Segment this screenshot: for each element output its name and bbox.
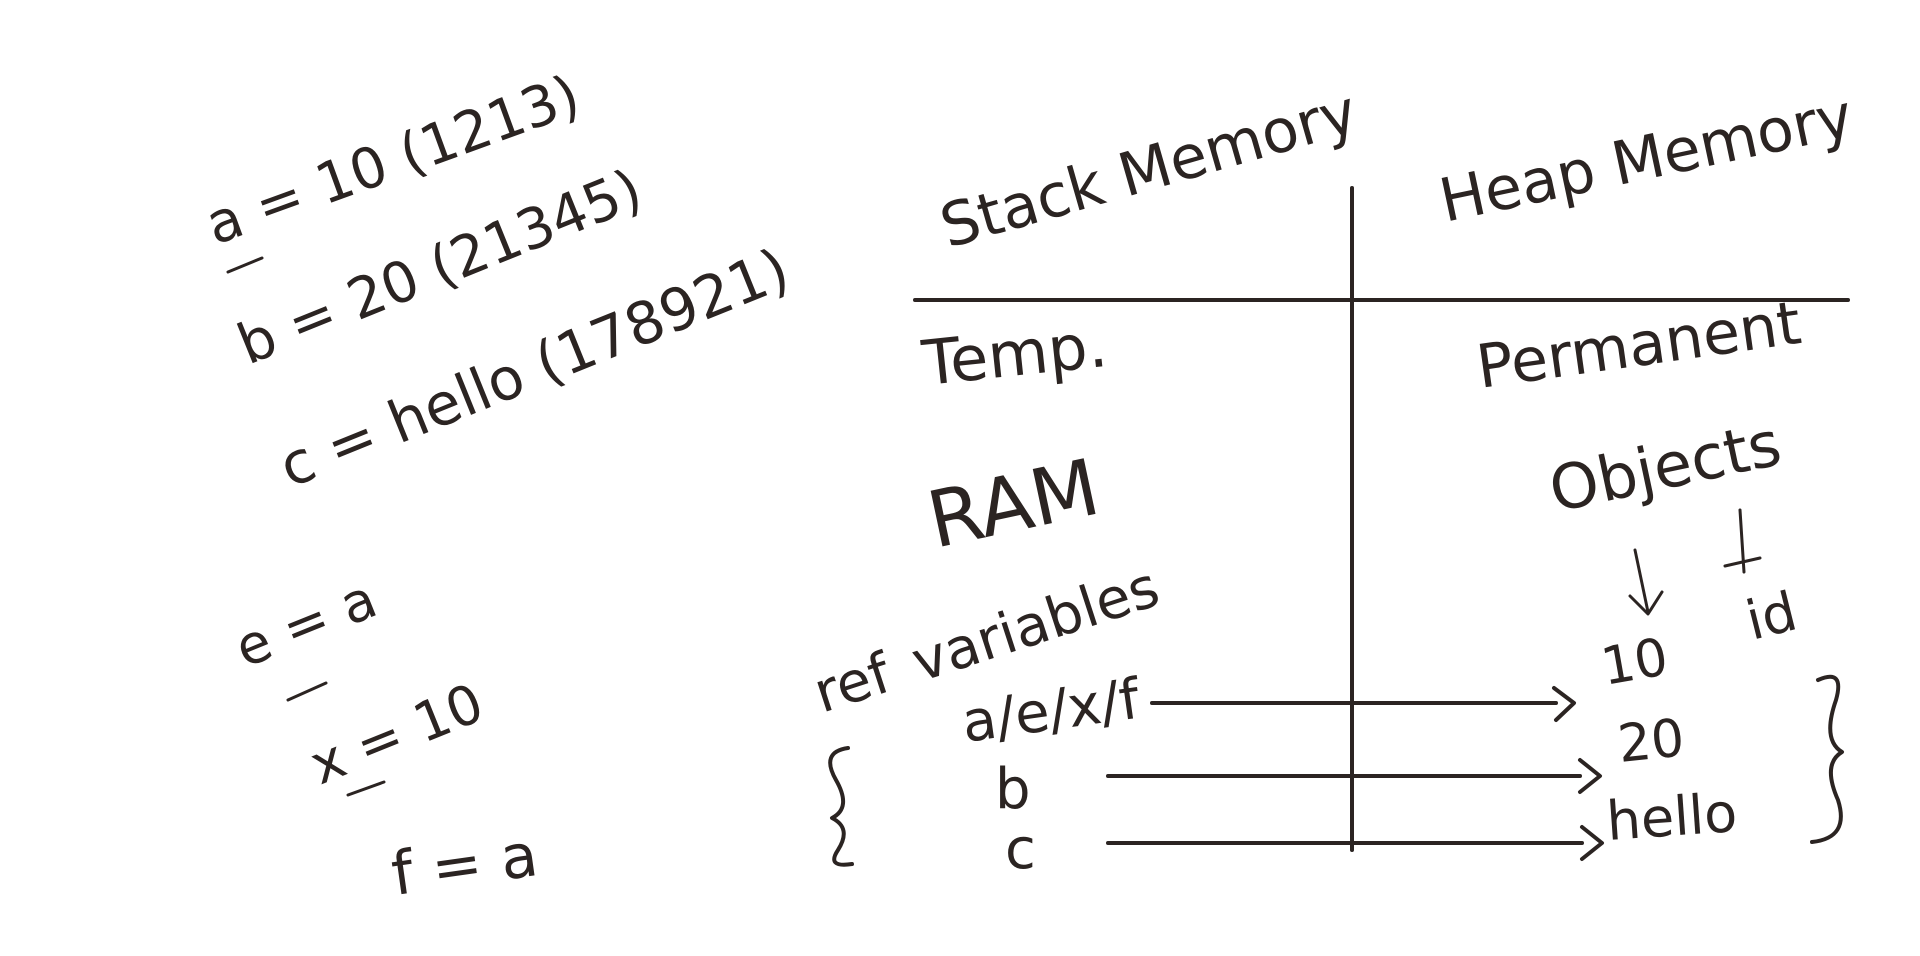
id-label: id	[1740, 580, 1803, 653]
assignment-a-underline	[226, 256, 264, 274]
variable-row-2: b	[995, 757, 1031, 822]
permanent-label: Permanent	[1472, 288, 1805, 403]
ref-label: ref	[806, 641, 900, 727]
heap-value-1: 10	[1597, 627, 1673, 698]
heap-value-3: hello	[1605, 781, 1740, 853]
arrow-row-1-head	[1552, 686, 1576, 722]
objects-label: Objects	[1543, 407, 1787, 527]
assignment-f: f = a	[387, 820, 542, 910]
heap-value-2: 20	[1615, 708, 1687, 775]
heap-memory-section: Heap Memory Permanent Objects id 10 20 h…	[1434, 81, 1859, 853]
arrow-row-2-head	[1578, 758, 1602, 794]
variable-row-3: c	[1005, 817, 1036, 882]
assignment-x: x = 10	[301, 671, 492, 797]
objects-brace	[1810, 674, 1844, 844]
objects-down-arrow	[1628, 548, 1664, 616]
assignment-e-underline	[286, 681, 328, 702]
reference-arrows	[1106, 686, 1604, 861]
arrow-row-3-head	[1580, 825, 1604, 861]
id-down-arrow	[1723, 508, 1762, 574]
stack-memory-section: Stack Memory Temp. RAM ref variables a/e…	[806, 77, 1364, 882]
ram-label: RAM	[920, 443, 1107, 567]
memory-table-lines	[913, 186, 1850, 852]
stack-memory-title: Stack Memory	[933, 77, 1365, 263]
assignment-x-underline	[346, 780, 386, 797]
variable-row-1: a/e/x/f	[958, 667, 1145, 756]
heap-memory-title: Heap Memory	[1434, 81, 1859, 237]
assignment-list: a = 10 (1213) b = 20 (21345) c = hello (…	[198, 63, 799, 910]
assignment-e: e = a	[226, 567, 385, 680]
variables-brace	[828, 746, 854, 867]
temp-label: Temp.	[918, 308, 1111, 400]
